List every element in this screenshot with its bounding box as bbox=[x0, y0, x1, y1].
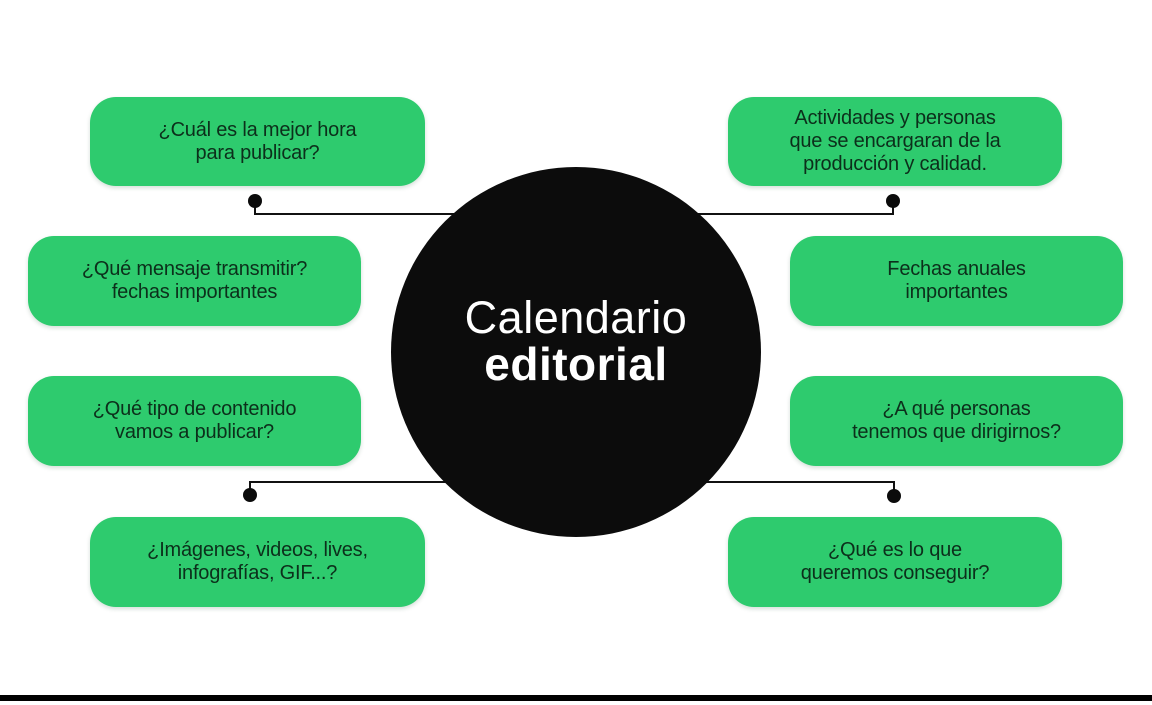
bottom-divider-bar bbox=[0, 695, 1152, 701]
box-best-time-to-publish-label: ¿Cuál es la mejor hora para publicar? bbox=[158, 118, 357, 164]
box-content-type-label: ¿Qué tipo de contenido vamos a publicar? bbox=[92, 398, 297, 443]
box-message-to-transmit-label: ¿Qué mensaje transmitir? fechas importan… bbox=[81, 258, 308, 303]
box-best-time-to-publish: ¿Cuál es la mejor hora para publicar? bbox=[90, 97, 425, 186]
bottom-right-connector-dot bbox=[887, 489, 901, 503]
bottom-right-connector-stub bbox=[893, 481, 895, 496]
top-right-connector-dot bbox=[886, 194, 900, 208]
center-circle: Calendario editorial bbox=[391, 167, 761, 537]
box-goals-label: ¿Qué es lo que queremos conseguir? bbox=[800, 539, 990, 584]
box-goals: ¿Qué es lo que queremos conseguir? bbox=[728, 517, 1062, 607]
box-target-audience-label: ¿A qué personas tenemos que dirigirnos? bbox=[852, 398, 1061, 443]
box-production-people: Actividades y personas que se encargaran… bbox=[728, 97, 1062, 186]
box-media-formats: ¿Imágenes, videos, lives, infografías, G… bbox=[90, 517, 425, 607]
box-message-to-transmit: ¿Qué mensaje transmitir? fechas importan… bbox=[28, 236, 361, 326]
top-left-connector-stub bbox=[254, 201, 256, 215]
box-annual-dates: Fechas anuales importantes bbox=[790, 236, 1123, 326]
box-target-audience: ¿A qué personas tenemos que dirigirnos? bbox=[790, 376, 1123, 466]
top-right-connector-stub bbox=[892, 201, 894, 215]
box-annual-dates-label: Fechas anuales importantes bbox=[887, 258, 1026, 303]
box-production-people-label: Actividades y personas que se encargaran… bbox=[789, 107, 1001, 175]
center-title-line2: editorial bbox=[484, 338, 668, 390]
center-title-line1: Calendario bbox=[464, 292, 688, 343]
box-media-formats-label: ¿Imágenes, videos, lives, infografías, G… bbox=[147, 539, 368, 584]
top-left-connector-dot bbox=[248, 194, 262, 208]
box-content-type: ¿Qué tipo de contenido vamos a publicar? bbox=[28, 376, 361, 466]
bottom-left-connector-dot bbox=[243, 488, 257, 502]
